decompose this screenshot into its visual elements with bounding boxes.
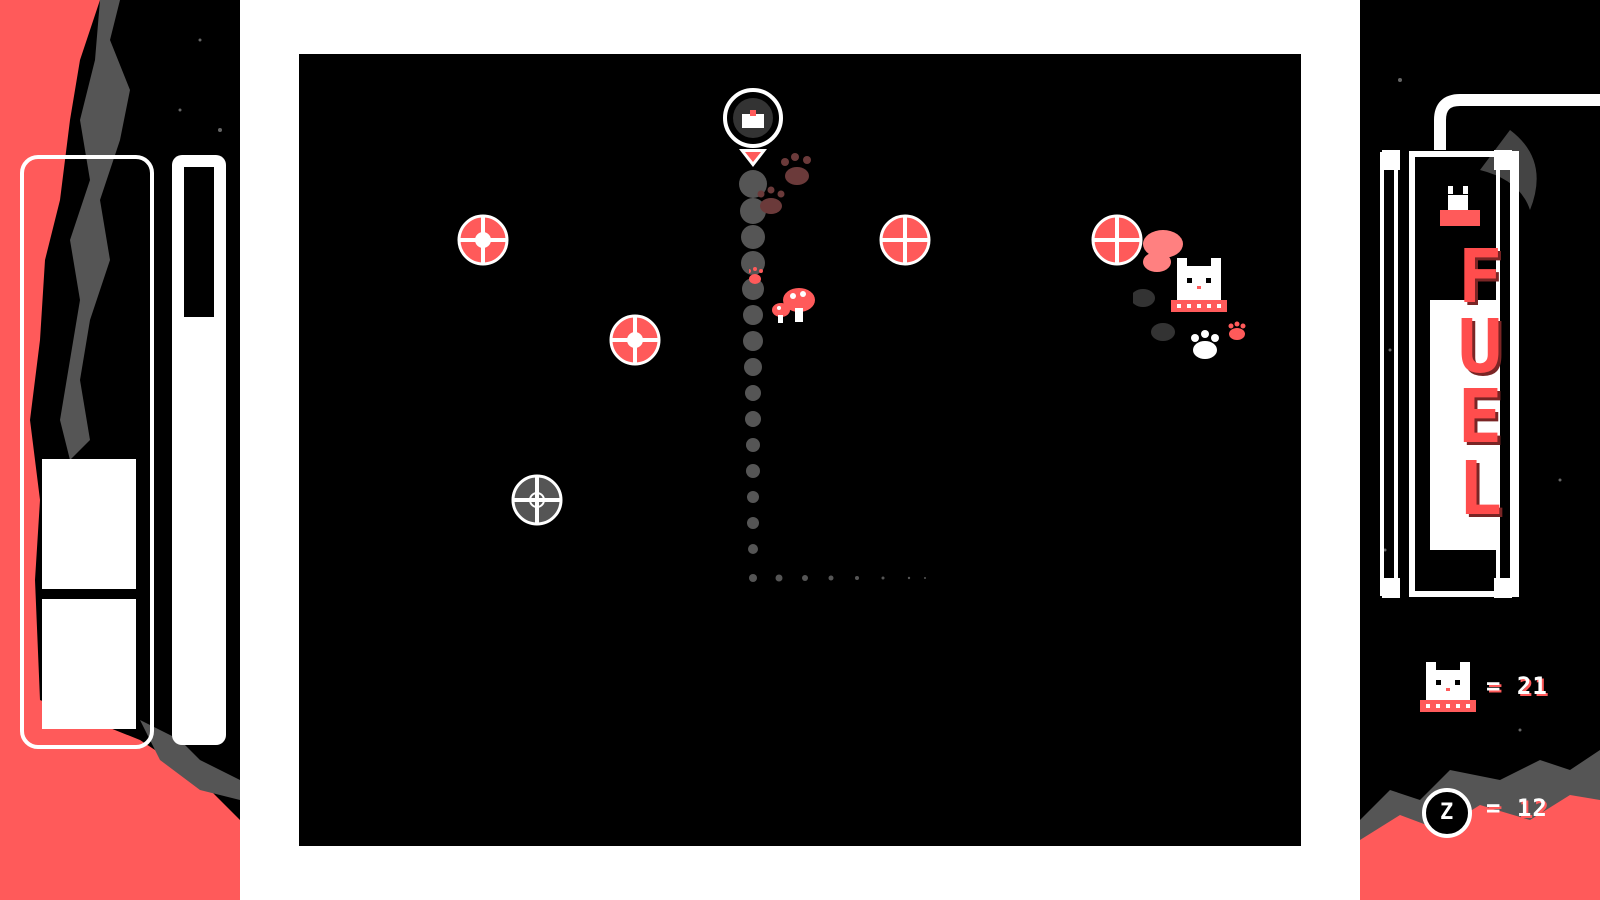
health-gauge	[20, 155, 154, 749]
z-key-label: Z	[1440, 800, 1454, 825]
target-5-icon[interactable]	[509, 472, 565, 528]
health-cell-2	[42, 599, 136, 729]
left-panel-art	[0, 0, 240, 900]
fuel-letter-e: E	[1457, 374, 1503, 460]
fuel-fill	[1430, 300, 1500, 550]
target-2-icon[interactable]	[607, 312, 663, 368]
charge-meter	[172, 155, 226, 745]
z-counter-value: = 12	[1486, 794, 1548, 822]
mushroom-cluster-icon	[772, 288, 815, 323]
left-status-panel	[0, 0, 240, 900]
charge-meter-empty	[184, 167, 214, 317]
health-cell-1	[42, 459, 136, 589]
game-arena[interactable]	[299, 54, 1301, 846]
target-1-icon[interactable]	[455, 212, 511, 268]
fuel-letter-f: F	[1457, 234, 1503, 320]
cat-counter-value: = 21	[1486, 672, 1548, 700]
fuel-letter-u: U	[1457, 304, 1503, 390]
paw-prints-icon	[749, 153, 811, 284]
launcher-icon	[723, 88, 783, 167]
right-panel-art	[1360, 78, 1600, 900]
cat-ufo-enemy-icon[interactable]	[1133, 214, 1263, 374]
right-status-panel	[1360, 0, 1600, 900]
cat-ufo-sprite	[1171, 258, 1227, 312]
target-3-icon[interactable]	[877, 212, 933, 268]
z-key-icon: Z	[1422, 788, 1472, 838]
fuel-letter-l: L	[1457, 446, 1503, 532]
cat-counter-icon	[1420, 662, 1476, 712]
target-4-icon[interactable]	[1089, 212, 1145, 268]
